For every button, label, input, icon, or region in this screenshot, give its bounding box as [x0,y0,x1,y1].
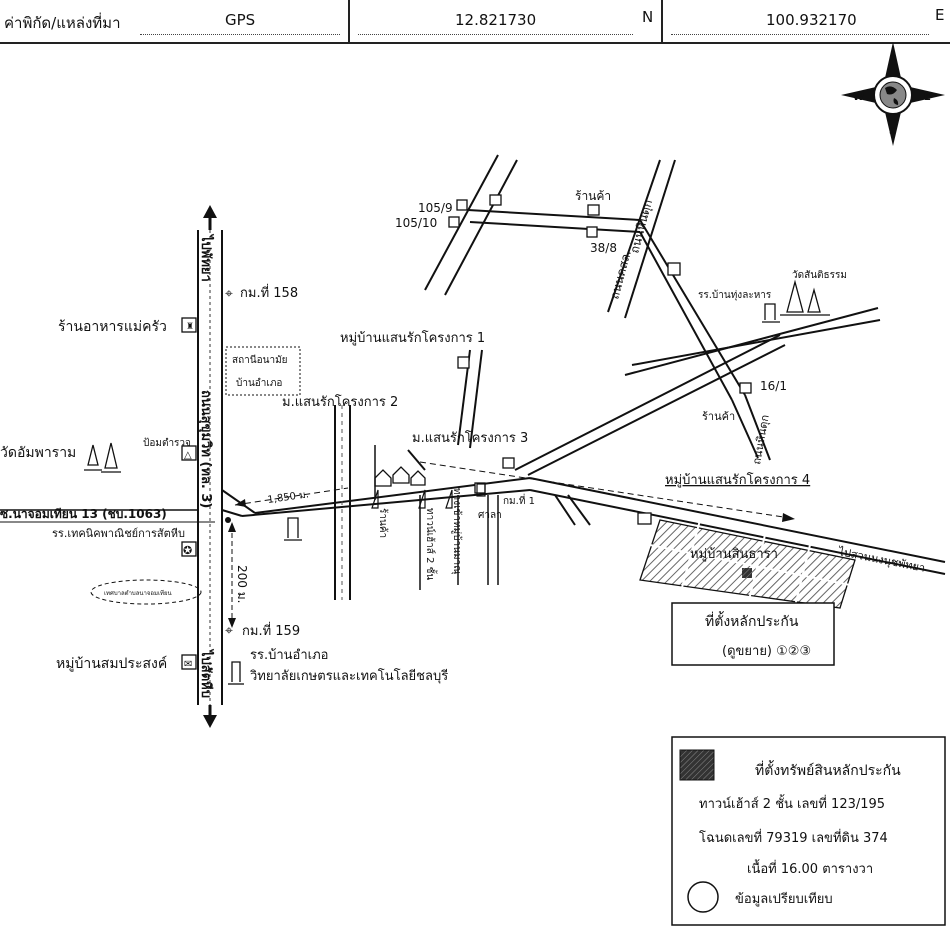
village2-label: ม.แสนรักโครงการ 2 [282,394,398,410]
legend-line2: ทาวน์เฮ้าส์ 2 ชั้น เลขที่ 123/195 [699,794,885,812]
km1-label: กม.ที่ 1 [503,493,535,507]
compass-s: S [889,126,896,137]
shop-right-label: ร้านค้า [702,410,735,423]
latitude-underline [358,34,633,35]
source-underline [140,34,340,35]
house-105-9-label: 105/9 [418,201,453,215]
health-station-label: สถานีอนามัย [232,354,288,366]
source-value: GPS [225,11,256,29]
school-left-icon [284,517,302,541]
distance-arrow-1850 [234,461,795,522]
legend-line5: ข้อมูลเปรียบเทียบ [735,891,833,907]
village-houses-icon [374,466,426,487]
restaurant-icon: ♜ [186,322,194,332]
latitude-cell: 12.821730 N [350,0,663,42]
village-somprasong-label: หมู่บ้านสมประสงค์ [56,655,167,672]
house-38-8-label: 38/8 [590,241,617,255]
coordinate-header: ค่าพิกัด/แหล่งที่มา GPS 12.821730 N 100.… [0,0,950,44]
college-label: วิทยาลัยเกษตรและเทคโนโลยีชลบุรี [249,668,448,684]
collateral-location-box [671,602,835,666]
school-thung-label: รร.บ้านทุ่งละหาร [698,289,772,301]
house-16-1-label: 16/1 [760,379,787,393]
police-icon: △ [184,450,192,461]
distance-arrow-200 [228,522,236,628]
legend-line1: ที่ตั้งทรัพย์สินหลักประกัน [755,760,901,779]
longitude-hemisphere: E [935,6,945,24]
municipal-label: เทศบาลตำบลนาจอมเทียน [104,589,172,597]
legend-line4: เนื้อที่ 16.00 ตารางวา [747,859,873,877]
longitude-underline [671,34,929,35]
health-station-label2: บ้านอำเภอ [236,377,282,389]
restaurant-label: ร้านอาหารแม่ครัว [58,319,167,335]
village4-label: หมู่บ้านแสนรักโครงการ 4 [665,472,810,488]
soi-label: ซ.นาจอมเทียน 13 (ชบ.1063) [0,507,167,521]
house-105-10-label: 105/10 [395,216,437,230]
collateral-box-line1: ที่ตั้งหลักประกัน [705,611,799,630]
shop-mid-label: ร้านค้า [377,508,389,538]
legend-collateral-swatch [679,749,715,781]
road-label-khumkhuk: ถนนหินดุก [627,198,656,255]
compass-e: E [924,92,931,103]
longitude-cell: 100.932170 E [663,0,950,42]
village1-label: หมู่บ้านแสนรักโครงการ 1 [340,330,485,346]
village-entrance-label: ทางเข้าหมู่บ้านมาณุ [451,488,463,574]
km159-label: กม.ที่ 159 [242,622,300,639]
longitude-value: 100.932170 [766,11,857,29]
village3-label: ม.แสนรักโครงการ 3 [412,430,528,446]
source-label: ค่าพิกัด/แหล่งที่มา [4,14,121,32]
legend-comparison-circle-icon [687,881,719,913]
latitude-hemisphere: N [642,8,654,26]
school-banampur-label: รร.บ้านอำเภอ [250,648,328,663]
highway-name-label: ถนนสุขุมวิท (ทล. 3) [198,390,213,508]
mail-icon: ✉ [184,659,192,670]
sign-posts [371,483,486,509]
legend-line3: โฉนดเลขที่ 79319 เลขที่ดิน 374 [699,829,888,846]
collateral-village-area [639,519,856,609]
wat-left-label: วัดอัมพาราม [0,445,76,461]
tech-school-label: รร.เทคนิคพาณิชย์การสัตหีบ [52,527,185,540]
temple-left-icon [84,442,121,473]
north-roads [407,154,881,526]
tech-school-icon: ✪ [183,544,192,557]
collateral-box-line2: (ดูขยาย) ①②③ [722,644,811,659]
highway-top-label: ไปพัทยา [198,233,215,282]
road-label-kunlak: ถนนคสล. [607,249,634,301]
building-icons [181,194,752,670]
latitude-value: 12.821730 [455,11,537,29]
village-roads [334,349,499,600]
km158-post-icon: ⌖ [225,286,233,302]
legend-box [671,736,946,926]
km158-label: กม.ที่ 158 [240,284,298,301]
compass-w: W [853,92,864,103]
km159-post-icon: ⌖ [225,623,233,639]
health-station-box [225,346,301,396]
main-highway [197,205,223,728]
wat-right-label: วัดสันติธรรม [792,270,847,281]
distance-label-1850: 1,850 ม. [267,489,310,506]
town-house-label: ทาวน์เฮ้าส์ 2 ชั้น [424,508,438,580]
highway-bottom-label: ไปสัตหีบ [198,648,215,698]
school-bottom-icon [228,661,244,685]
compass-rose-icon: W E S [841,42,945,146]
municipal-ellipse [90,579,202,605]
shop-top-label: ร้านค้า [575,189,611,203]
distance-label-200: 200 ม. [235,565,249,603]
temple-right-icon [780,279,830,316]
school-right-icon [762,303,780,323]
police-box-label: ป้อมตำรวจ [143,437,191,449]
source-cell: ค่าพิกัด/แหล่งที่มา GPS [0,0,350,42]
village-target-label: หมู่บ้านสินธารา [690,547,778,562]
sala-label: ศาลา [478,510,502,521]
